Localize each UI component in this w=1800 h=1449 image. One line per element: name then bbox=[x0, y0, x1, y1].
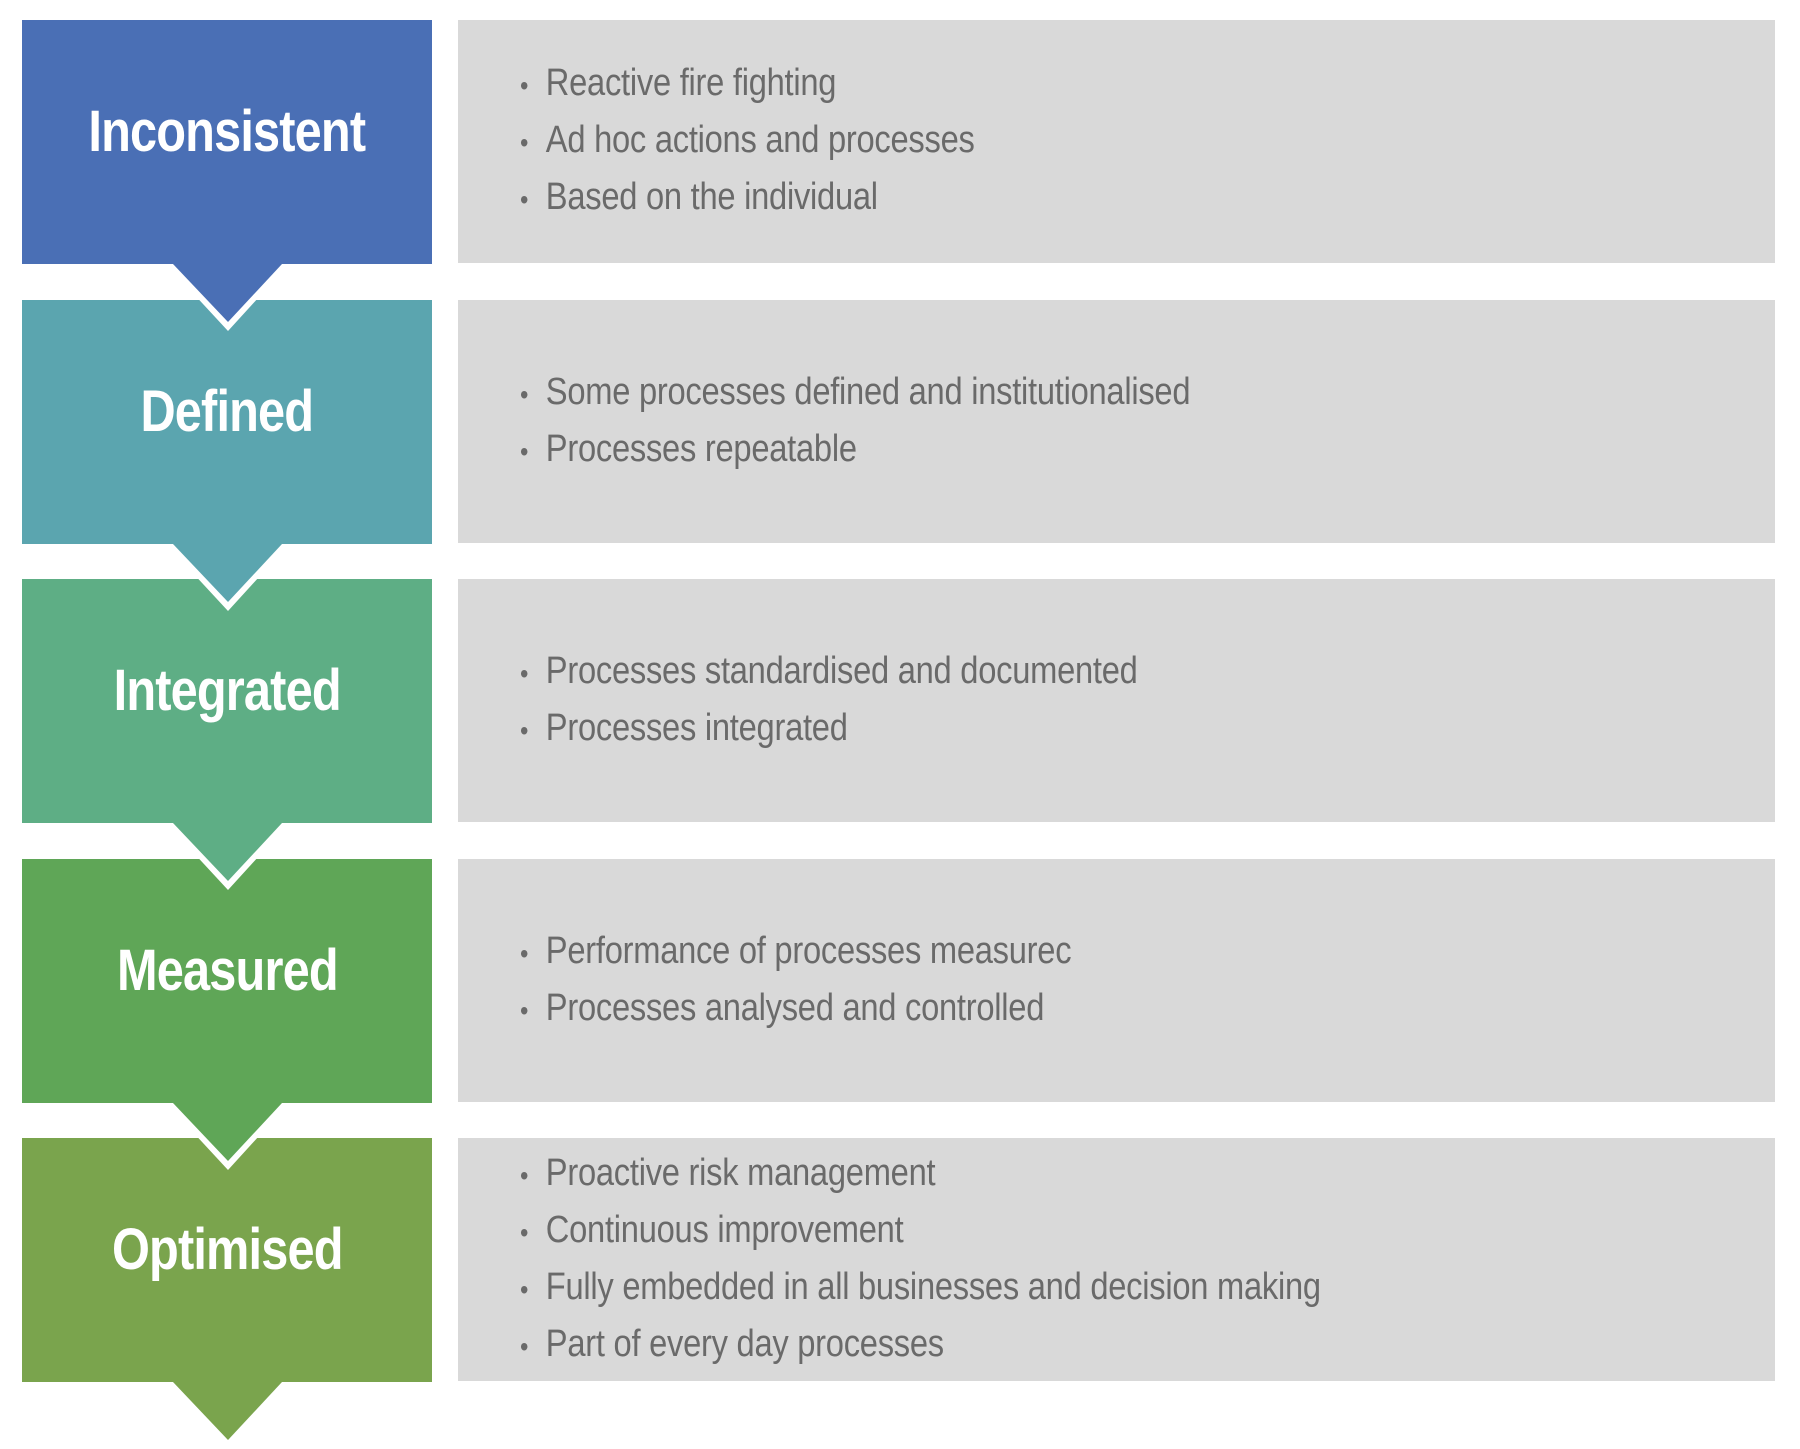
list-item: • Continuous improvement bbox=[520, 1203, 1599, 1260]
stage-box-measured: Measured bbox=[22, 859, 432, 1103]
bullet-text: Processes integrated bbox=[545, 706, 848, 749]
stage-box-defined: Defined bbox=[22, 300, 432, 544]
bullet-icon: • bbox=[520, 1330, 529, 1362]
arrow-down-icon bbox=[166, 544, 289, 611]
stage-details-inconsistent: • Reactive fire fighting • Ad hoc actions … bbox=[458, 20, 1775, 263]
list-item: • Part of every day processes bbox=[520, 1317, 1599, 1374]
stage-label: Defined bbox=[140, 378, 315, 444]
bullet-text: Fully embedded in all businesses and dec… bbox=[545, 1265, 1321, 1308]
bullet-text: Processes analysed and controlled bbox=[545, 986, 1045, 1029]
list-item: • Based on the individual bbox=[520, 170, 1599, 227]
bullet-text: Performance of processes measurec bbox=[545, 929, 1072, 972]
bullet-list: • Some processes defined and institutiona… bbox=[520, 365, 1599, 479]
list-item: • Processes repeatable bbox=[520, 422, 1599, 479]
maturity-row-defined: Defined • Some processes defined and inst… bbox=[0, 300, 1800, 611]
maturity-row-inconsistent: Inconsistent • Reactive fire fighting • Ad… bbox=[0, 20, 1800, 331]
bullet-list: • Performance of processes measurec • Proc… bbox=[520, 924, 1599, 1038]
bullet-icon: • bbox=[520, 937, 529, 969]
bullet-text: Part of every day processes bbox=[545, 1322, 944, 1365]
arrow-fill bbox=[173, 1103, 282, 1161]
list-item: • Reactive fire fighting bbox=[520, 56, 1599, 113]
bullet-text: Based on the individual bbox=[545, 176, 878, 218]
arrow-down-icon bbox=[166, 823, 289, 890]
stage-label: Measured bbox=[116, 937, 339, 1003]
stage-details-integrated: • Processes standardised and documented •… bbox=[458, 579, 1775, 822]
list-item: • Ad hoc actions and processes bbox=[520, 113, 1599, 170]
bullet-icon: • bbox=[520, 1159, 529, 1191]
stage-details-defined: • Some processes defined and institutiona… bbox=[458, 300, 1775, 543]
arrow-fill bbox=[173, 823, 282, 881]
bullet-list: • Processes standardised and documented •… bbox=[520, 644, 1599, 758]
bullet-list: • Reactive fire fighting • Ad hoc actions … bbox=[520, 56, 1599, 227]
stage-box-integrated: Integrated bbox=[22, 579, 432, 823]
list-item: • Proactive risk management bbox=[520, 1146, 1599, 1203]
bullet-icon: • bbox=[520, 378, 529, 410]
bullet-icon: • bbox=[520, 435, 529, 467]
maturity-row-integrated: Integrated • Processes standardised and d… bbox=[0, 579, 1800, 890]
bullet-text: Proactive risk management bbox=[545, 1151, 936, 1194]
bullet-text: Processes repeatable bbox=[545, 427, 857, 470]
bullet-text: Continuous improvement bbox=[545, 1208, 904, 1251]
arrow-down-icon bbox=[166, 264, 289, 331]
arrow-fill bbox=[173, 1382, 282, 1440]
bullet-icon: • bbox=[520, 127, 529, 158]
maturity-row-optimised: Optimised • Proactive risk management • Co… bbox=[0, 1138, 1800, 1449]
list-item: • Some processes defined and institutiona… bbox=[520, 365, 1599, 422]
bullet-icon: • bbox=[520, 184, 529, 215]
bullet-list: • Proactive risk management • Continuous i… bbox=[520, 1146, 1599, 1374]
list-item: • Processes integrated bbox=[520, 701, 1599, 758]
bullet-icon: • bbox=[520, 714, 529, 746]
arrow-down-icon bbox=[166, 1103, 289, 1170]
list-item: • Performance of processes measurec bbox=[520, 924, 1599, 981]
arrow-fill bbox=[173, 544, 282, 602]
stage-details-optimised: • Proactive risk management • Continuous i… bbox=[458, 1138, 1775, 1381]
bullet-icon: • bbox=[520, 1273, 529, 1305]
list-item: • Processes analysed and controlled bbox=[520, 981, 1599, 1038]
stage-box-inconsistent: Inconsistent bbox=[22, 20, 432, 264]
bullet-text: Processes standardised and documented bbox=[545, 649, 1138, 692]
stage-label: Integrated bbox=[113, 657, 341, 723]
stage-details-measured: • Performance of processes measurec • Proc… bbox=[458, 859, 1775, 1102]
bullet-text: Ad hoc actions and processes bbox=[545, 119, 975, 161]
bullet-icon: • bbox=[520, 70, 529, 101]
stage-label: Inconsistent bbox=[88, 98, 367, 164]
stage-box-optimised: Optimised bbox=[22, 1138, 432, 1382]
bullet-text: Reactive fire fighting bbox=[545, 62, 837, 104]
bullet-text: Some processes defined and institutional… bbox=[545, 370, 1191, 413]
arrow-down-icon bbox=[166, 1382, 289, 1449]
list-item: • Processes standardised and documented bbox=[520, 644, 1599, 701]
stage-label: Optimised bbox=[111, 1216, 344, 1282]
list-item: • Fully embedded in all businesses and de… bbox=[520, 1260, 1599, 1317]
bullet-icon: • bbox=[520, 1216, 529, 1248]
arrow-fill bbox=[173, 264, 282, 322]
maturity-row-measured: Measured • Performance of processes measu… bbox=[0, 859, 1800, 1170]
bullet-icon: • bbox=[520, 657, 529, 689]
bullet-icon: • bbox=[520, 994, 529, 1026]
